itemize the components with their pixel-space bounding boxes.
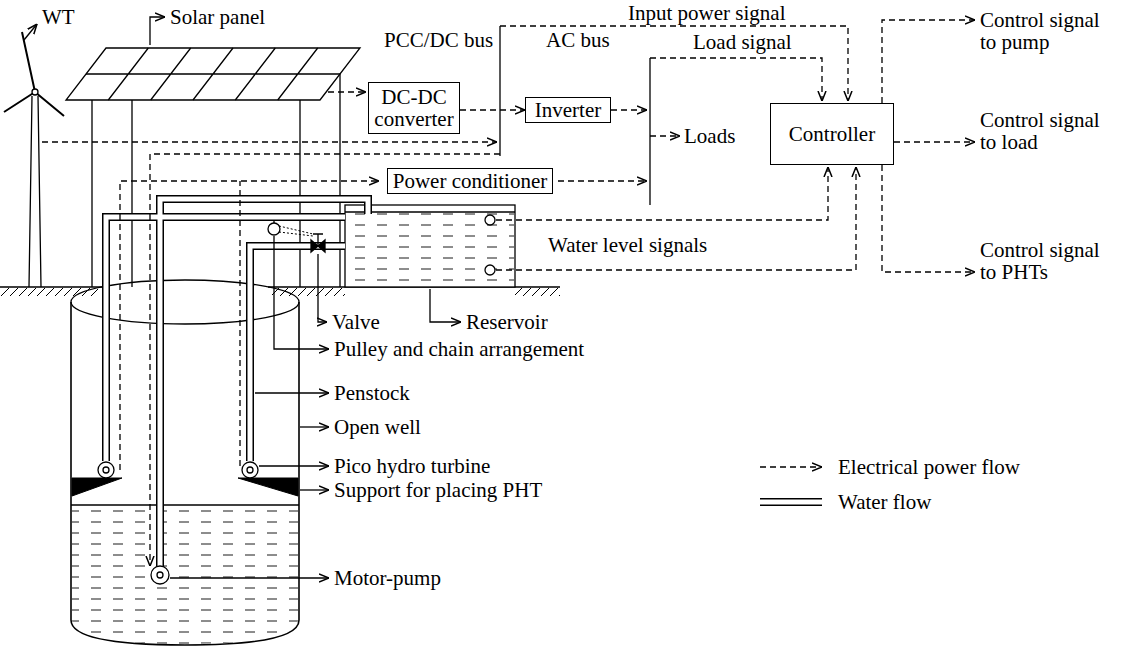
callout-label: Pico hydro turbine (334, 455, 490, 477)
valve-stem (313, 234, 323, 246)
box-label: Controller (789, 123, 875, 145)
pico-hydro-turbine (98, 462, 114, 478)
callout-label: Open well (334, 416, 421, 438)
connector-group (460, 109, 525, 110)
legend-text: Electrical power flow (838, 456, 1020, 478)
leader-line (318, 254, 327, 322)
open-well-water-surface (71, 504, 299, 505)
callout-label: Support for placing PHT (334, 479, 542, 501)
pcc-dc-bus (499, 26, 500, 156)
power-line (558, 180, 647, 181)
water-level-sensor (485, 265, 495, 275)
reservoir-water-surface (345, 211, 515, 212)
valve (311, 240, 325, 252)
box-label: Power conditioner (393, 170, 548, 192)
callout-label: Pulley and chain arrangement (334, 338, 584, 360)
wind-turbine-hub (32, 89, 38, 95)
box-label: Inverter (535, 99, 601, 121)
pico-hydro-turbine (242, 462, 258, 478)
pulley (268, 223, 280, 235)
chain (279, 226, 313, 236)
callout-label: AC bus (546, 29, 610, 51)
open-well-wall (71, 302, 299, 645)
power-flow-sample (760, 466, 822, 467)
legend-samples (760, 467, 822, 502)
callout-label: Control signal to load (980, 109, 1120, 153)
signal-line (894, 141, 975, 142)
process-box: Inverter (525, 97, 611, 123)
callout-label: WT (42, 6, 75, 28)
leader-line (300, 489, 329, 490)
ground-line (0, 286, 560, 287)
process-box: Power conditioner (387, 168, 554, 194)
power-line (328, 91, 366, 92)
signal-line (882, 20, 975, 103)
callout-label: Control signal to PHTs (980, 239, 1120, 283)
leader-line (150, 17, 165, 45)
leader-line (255, 392, 329, 393)
solar-panel-cells (86, 48, 340, 100)
power-line (611, 109, 647, 110)
callout-label: Loads (684, 125, 735, 147)
callout-label: Valve (332, 311, 380, 333)
leader-line (430, 289, 461, 322)
reservoir-tank (345, 205, 515, 287)
power-line (650, 135, 680, 136)
signal-line (882, 165, 975, 272)
water-pipes (106, 199, 368, 566)
open-well-water (72, 505, 298, 644)
wind-turbine-tower (29, 96, 41, 287)
leader-line (170, 577, 329, 578)
ground-hatch (515, 288, 560, 296)
water-pipes (106, 199, 368, 566)
legend-sample (760, 502, 822, 503)
pht-support (238, 478, 298, 496)
leader-line (259, 465, 329, 466)
callout-label: Penstock (334, 382, 410, 404)
signal-line (650, 58, 822, 101)
water-level-sensor (485, 215, 495, 225)
callout-label: Control signal to pump (980, 9, 1120, 53)
box-label: DC-DC converter (374, 86, 454, 130)
water-flow-sample (760, 500, 822, 505)
leader-line (300, 426, 329, 427)
callout-label: Input power signal (628, 2, 785, 24)
power-flow-arrow (460, 109, 525, 110)
leader-line (274, 236, 329, 349)
callout-label: PCC/DC bus (384, 29, 493, 51)
leader-line (24, 24, 37, 40)
pico-hydro-turbine-hub (247, 467, 253, 473)
callout-label: Load signal (693, 31, 792, 53)
legend-sample (760, 467, 822, 468)
solar-panel-legs (92, 48, 340, 287)
pico-hydro-turbine-hub (103, 467, 109, 473)
process-box: DC-DC converter (368, 82, 460, 134)
legend-text: Water flow (838, 491, 931, 513)
pht-support (72, 478, 122, 496)
pulley-hanger (273, 221, 274, 223)
ground-hatch (0, 288, 98, 296)
solar-panel (66, 48, 360, 100)
ground-hatch (272, 288, 345, 296)
power-line (239, 181, 240, 466)
callout-label: Solar panel (170, 6, 265, 28)
wind-turbine-blades (4, 32, 64, 116)
reservoir-water (346, 213, 514, 286)
callout-label: Water level signals (548, 234, 707, 256)
motor-pump-hub (157, 572, 163, 578)
signal-line (500, 26, 848, 101)
process-box: Controller (770, 103, 894, 165)
water-flow-sample (760, 498, 822, 506)
motor-pump (151, 566, 169, 584)
power-line (42, 141, 497, 142)
callout-label: Motor-pump (334, 567, 441, 589)
ac-bus (649, 58, 650, 205)
open-well-mouth (71, 280, 299, 324)
callout-label: Reservoir (466, 311, 548, 333)
